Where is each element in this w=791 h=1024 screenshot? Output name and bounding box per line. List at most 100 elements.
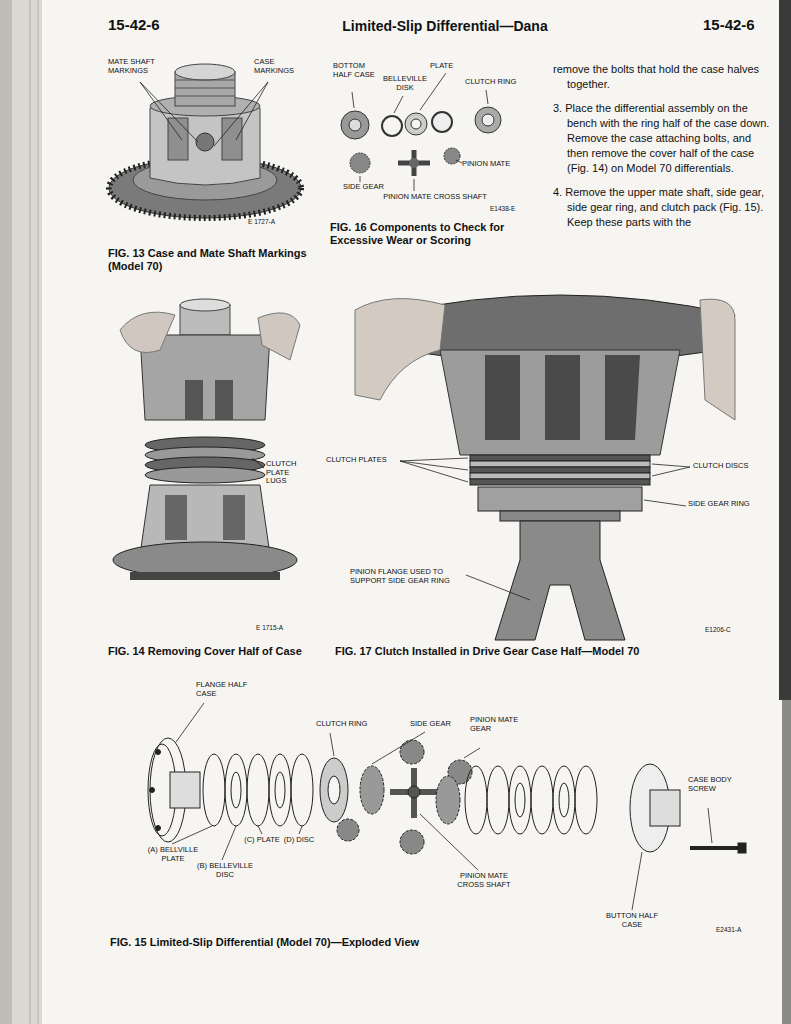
leader-line-part [330,733,334,756]
clutch-installed-photo-part [470,461,650,467]
callout-label: (B) BELLEVILLE DISC [196,862,254,879]
exploded-view-drawing-part [156,750,161,755]
leader-line-part [400,461,468,470]
exploded-view-drawing-part [408,786,420,798]
exploded-view-drawing-part [400,740,424,764]
figure-code: E2431-A [716,926,761,933]
exploded-view-drawing-part [465,766,487,834]
figure-code: E 1727-A [248,218,298,225]
clutch-installed-photo-part [500,511,620,521]
case-removal-photo-part [120,312,175,352]
clutch-installed-photo-part [355,299,445,400]
page-edges-part [38,0,39,1024]
leader-line-part [222,826,236,860]
leader-line-part [172,826,212,844]
exploded-view-drawing-part [225,754,247,826]
case-removal-photo-part [130,572,280,580]
parts-illustration-part [411,119,421,129]
clutch-installed-photo-part [605,355,640,440]
exploded-view-drawing-part [553,766,575,834]
page-number: 15-42-6 [703,16,773,33]
callout-label: PINION FLANGE USED TO SUPPORT SIDE GEAR … [350,568,464,585]
differential-illustration-part [175,80,235,81]
exploded-view-drawing-part [269,754,291,826]
exploded-view-drawing-part [291,754,313,826]
callout-label: SIDE GEAR RING [688,500,770,509]
exploded-view-drawing-part [275,772,285,808]
differential-illustration-part [175,88,235,89]
leader-line-part [140,82,198,142]
exploded-view-drawing-part [360,766,384,814]
parts-illustration-part [341,111,369,139]
exploded-view-drawing-part [390,768,440,818]
exploded-view-drawing [148,738,746,854]
parts-illustration-part [432,112,452,132]
case-removal-photo-part [223,495,245,540]
leader-line-part [414,179,415,191]
leader-line-part [400,461,468,482]
page-edges-part [779,0,791,700]
exploded-view-drawing-part [509,766,531,834]
callout-label: PINION MATE CROSS SHAFT [446,872,522,889]
leader-line-part [360,176,361,182]
parts-illustration-part [398,150,430,176]
exploded-view-drawing-part [231,772,241,808]
page-edges-part [30,0,31,1024]
leader-line-part [652,467,690,476]
callout-label: SIDE GEAR [343,183,393,192]
parts-illustration-part [350,153,370,173]
case-removal-photo-part [185,380,203,420]
body-text: remove the bolts that hold the case halv… [553,62,775,92]
leader-line-part [400,458,468,461]
callout-label: SIDE GEAR [410,720,460,729]
callout-label: CLUTCH RING [316,720,376,729]
clutch-installed-photo-part [470,467,650,473]
clutch-installed-photo-part [478,487,642,511]
exploded-view-drawing-part [150,788,155,793]
clutch-installed-photo-part [470,455,650,461]
callout-label: PINION MATE GEAR [470,716,528,733]
clutch-installed-photo-part [485,355,520,440]
clutch-installed-photo-part [700,299,735,420]
exploded-view-drawing-part [156,826,161,831]
parts-illustration-part [482,114,494,126]
leader-line-part [708,808,712,843]
page-edges-part [0,0,12,1024]
exploded-view-drawing-part [690,846,740,850]
figure-caption: FIG. 15 Limited-Slip Differential (Model… [110,936,630,949]
parts-illustration-part [349,119,361,131]
callout-label: (D) DISC [282,836,316,845]
leader-line-part [464,748,480,758]
clutch-installed-photo-part [545,355,580,440]
exploded-view-drawing-part [203,754,225,826]
callout-label: BELLEVILLE DISK [381,75,429,92]
page-number: 15-42-6 [108,16,178,33]
callout-label: BUTTON HALF CASE [604,912,660,929]
leader-line-part [394,96,403,113]
callout-label: MATE SHAFT MARKINGS [108,58,178,75]
figure-code: E1206-C [705,626,755,633]
exploded-view-drawing-part [559,783,569,817]
leader-line-part [258,826,262,834]
callout-label: CLUTCH RING [465,78,525,87]
callout-label: CLUTCH PLATE LUGS [266,460,310,486]
parts-illustration-part [444,148,460,164]
callout-label: CLUTCH PLATES [326,456,398,465]
case-removal-photo-part [180,299,230,311]
differential-illustration [109,64,301,218]
callout-label: CASE MARKINGS [254,58,306,75]
callout-label: PINION MATE CROSS SHAFT [370,193,500,202]
exploded-view-drawing-part [328,776,340,804]
leader-line-part [644,500,686,506]
parts-illustration-part [382,116,402,136]
body-text: 3. Place the differential assembly on th… [553,101,775,176]
figure-caption: FIG. 16 Components to Check for Excessiv… [330,221,550,246]
exploded-view-drawing-part [400,830,424,854]
figure-caption: FIG. 14 Removing Cover Half of Case [108,645,308,658]
leader-line-part [466,575,530,600]
callout-label: FLANGE HALF CASE [196,681,254,698]
leader-line-part [176,703,204,742]
leader-line [252,458,264,468]
exploded-view-drawing-part [515,783,525,817]
